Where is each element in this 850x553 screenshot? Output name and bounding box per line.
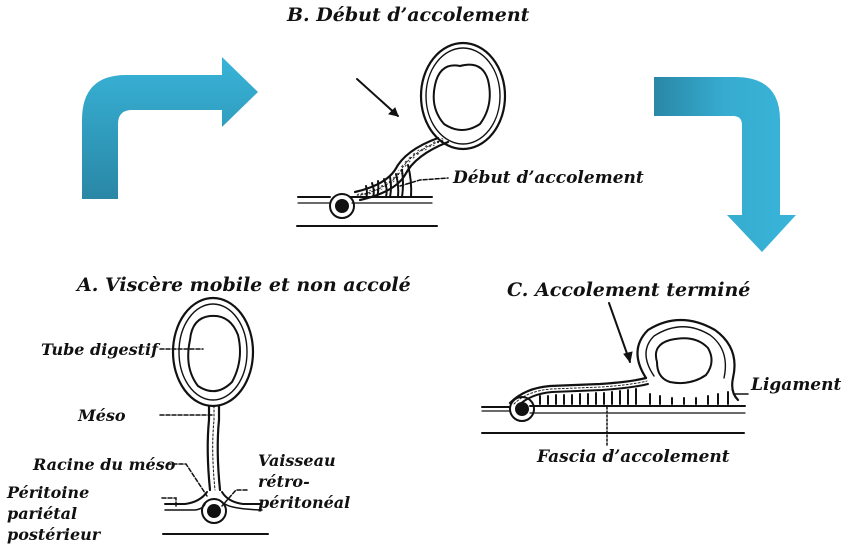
panel-a-title: A. Viscère mobile et non accolé xyxy=(77,274,411,296)
label-racine-du-meso: Racine du méso xyxy=(33,455,176,474)
label-peritoine-line1: Péritoine xyxy=(7,483,90,502)
label-tube-digestif: Tube digestif xyxy=(41,340,158,359)
panel-c-drawing xyxy=(481,302,749,447)
panel-a-drawing xyxy=(159,296,269,535)
panel-c-title: C. Accolement terminé xyxy=(507,279,751,301)
label-ligament: Ligament xyxy=(751,375,842,395)
label-meso: Méso xyxy=(78,406,126,425)
flow-arrow-right-down-icon xyxy=(654,77,796,252)
label-vaisseau-line2: rétro- xyxy=(258,472,310,491)
panel-b-title: B. Début d’accolement xyxy=(287,4,530,26)
flow-arrow-up-right-icon xyxy=(82,57,258,199)
label-peritoine-line3: postérieur xyxy=(7,525,101,544)
label-debut-accolement: Début d’accolement xyxy=(453,168,644,188)
label-vaisseau-line3: péritonéal xyxy=(258,493,351,512)
panel-b-drawing xyxy=(296,41,507,227)
label-peritoine-line2: pariétal xyxy=(7,504,78,523)
label-vaisseau-line1: Vaisseau xyxy=(258,451,336,470)
label-fascia-accolement: Fascia d’accolement xyxy=(537,447,730,467)
